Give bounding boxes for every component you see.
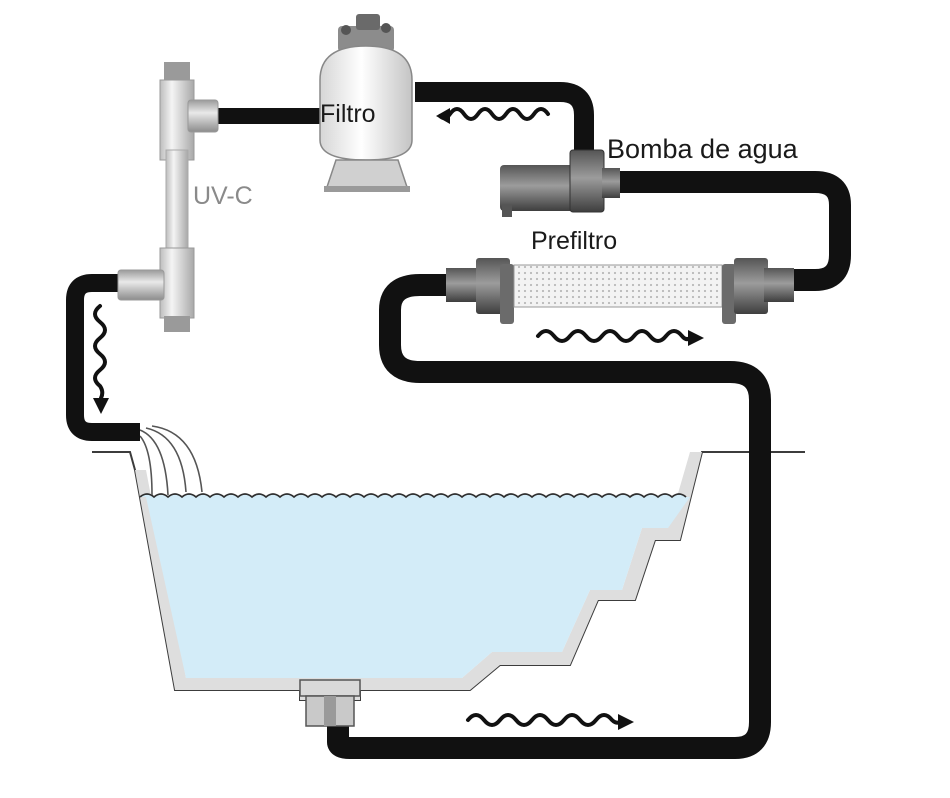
sand-filter bbox=[319, 14, 413, 192]
prefilter-label: Prefiltro bbox=[531, 227, 618, 255]
pump-label: Bomba de agua bbox=[607, 134, 798, 164]
pipe-prefilter-to-pump bbox=[615, 171, 851, 291]
pipe-network bbox=[66, 82, 851, 759]
filter-label: Filtro bbox=[320, 100, 376, 128]
uv-c-unit bbox=[117, 62, 219, 332]
water-surface-line bbox=[139, 493, 687, 499]
flow-arrow-icon bbox=[93, 304, 109, 414]
uv-c-label: UV-C bbox=[193, 182, 253, 210]
flow-arrows bbox=[93, 107, 704, 730]
pipe-uv-to-pool bbox=[66, 274, 140, 441]
flow-arrow-icon bbox=[466, 713, 634, 730]
pipe-drain-to-prefilter bbox=[327, 274, 771, 759]
pipe-pump-to-filter bbox=[415, 82, 594, 150]
pool-basin bbox=[92, 425, 805, 701]
pool-drain bbox=[299, 679, 361, 727]
flow-arrow-icon bbox=[436, 107, 550, 124]
water-inflow-streams bbox=[139, 425, 203, 496]
flow-arrow-icon bbox=[536, 329, 704, 346]
water-pump bbox=[500, 149, 620, 217]
prefilter bbox=[446, 258, 794, 324]
pool-water bbox=[140, 494, 690, 678]
